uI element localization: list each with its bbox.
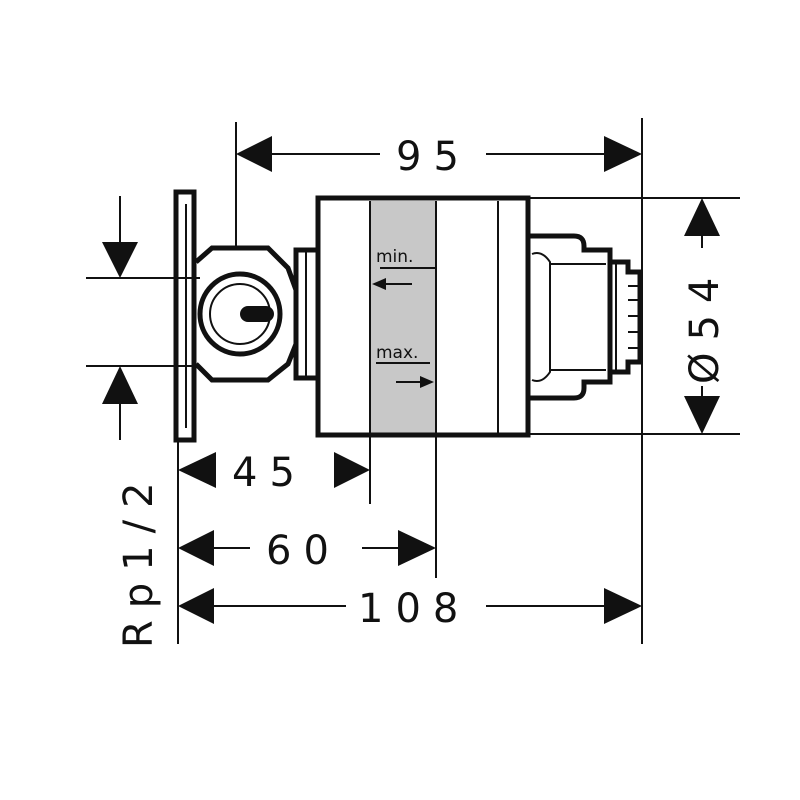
dim-95-label: 95 — [396, 134, 471, 180]
dimension-60: 60 — [178, 528, 436, 574]
connection-hex — [194, 245, 299, 383]
installation-depth-zone — [370, 201, 436, 434]
dim-45-label: 45 — [232, 450, 307, 496]
dimension-diameter: Ø54 — [682, 198, 728, 434]
flange-plate — [173, 189, 197, 443]
dimension-45: 45 — [178, 450, 370, 496]
min-marker: min. — [372, 247, 436, 290]
extension-lines — [86, 118, 740, 644]
dimension-95: 95 — [236, 134, 642, 180]
dim-60-label: 60 — [266, 528, 341, 574]
main-cylinder — [315, 195, 531, 438]
right-housing — [528, 233, 613, 401]
dimension-108: 108 — [178, 586, 642, 632]
dim-108-label: 108 — [358, 586, 470, 632]
connection-lug — [240, 306, 274, 322]
valve-body — [173, 189, 643, 443]
min-label: min. — [376, 247, 413, 267]
dim-thread-label: Rp1/2 — [116, 470, 162, 648]
pipe-connection-circle — [197, 271, 283, 357]
max-marker: max. — [376, 343, 434, 388]
max-label: max. — [376, 343, 418, 363]
dimension-thread: Rp1/2 — [102, 196, 162, 648]
dim-diameter-label: Ø54 — [682, 266, 728, 384]
